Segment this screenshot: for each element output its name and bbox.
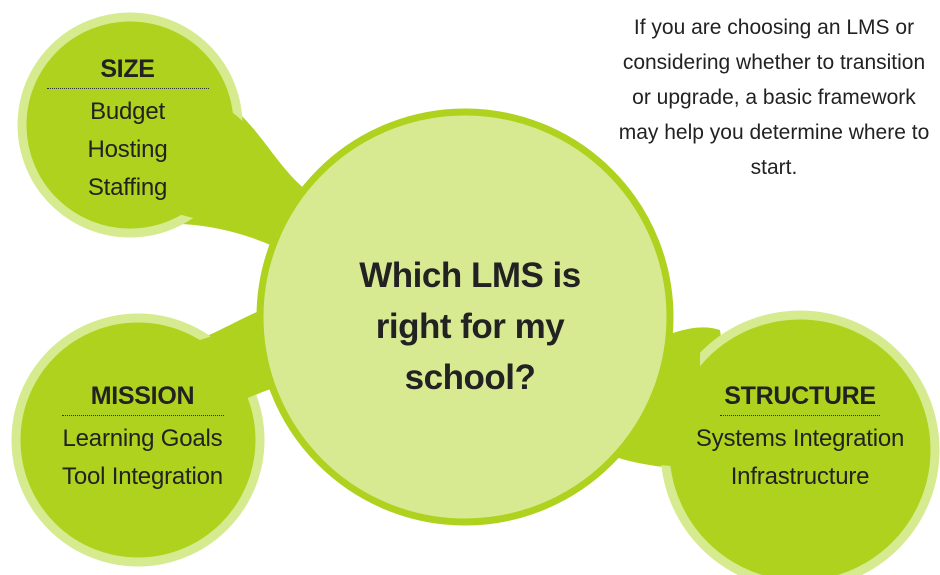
node-size-items: Budget Hosting Staffing [40,93,215,207]
intro-text: If you are choosing an LMS or considerin… [618,16,930,179]
node-structure-item: Infrastructure [730,463,870,490]
lobe-mission [11,313,265,567]
node-mission: MISSION Learning Goals Tool Integration [40,382,245,496]
center-question: Which LMS is right for my school? [359,256,581,397]
node-mission-title: MISSION [90,382,195,410]
node-size-item: Hosting [87,136,168,163]
node-structure-items: Systems Integration Infrastructure [684,420,916,496]
node-size-divider [46,88,209,89]
node-structure: STRUCTURE Systems Integration Infrastruc… [684,382,916,496]
node-size-item: Budget [90,98,165,125]
node-mission-items: Learning Goals Tool Integration [40,420,245,496]
node-size-item: Staffing [87,174,168,201]
node-size-title: SIZE [100,55,155,83]
node-mission-item: Learning Goals [62,425,223,452]
node-mission-divider [61,415,224,416]
node-mission-item: Tool Integration [62,463,223,490]
node-size: SIZE Budget Hosting Staffing [40,55,215,207]
node-structure-item: Systems Integration [695,425,905,452]
node-structure-title: STRUCTURE [724,382,876,410]
center-hub [256,108,674,526]
node-structure-divider [720,415,880,416]
